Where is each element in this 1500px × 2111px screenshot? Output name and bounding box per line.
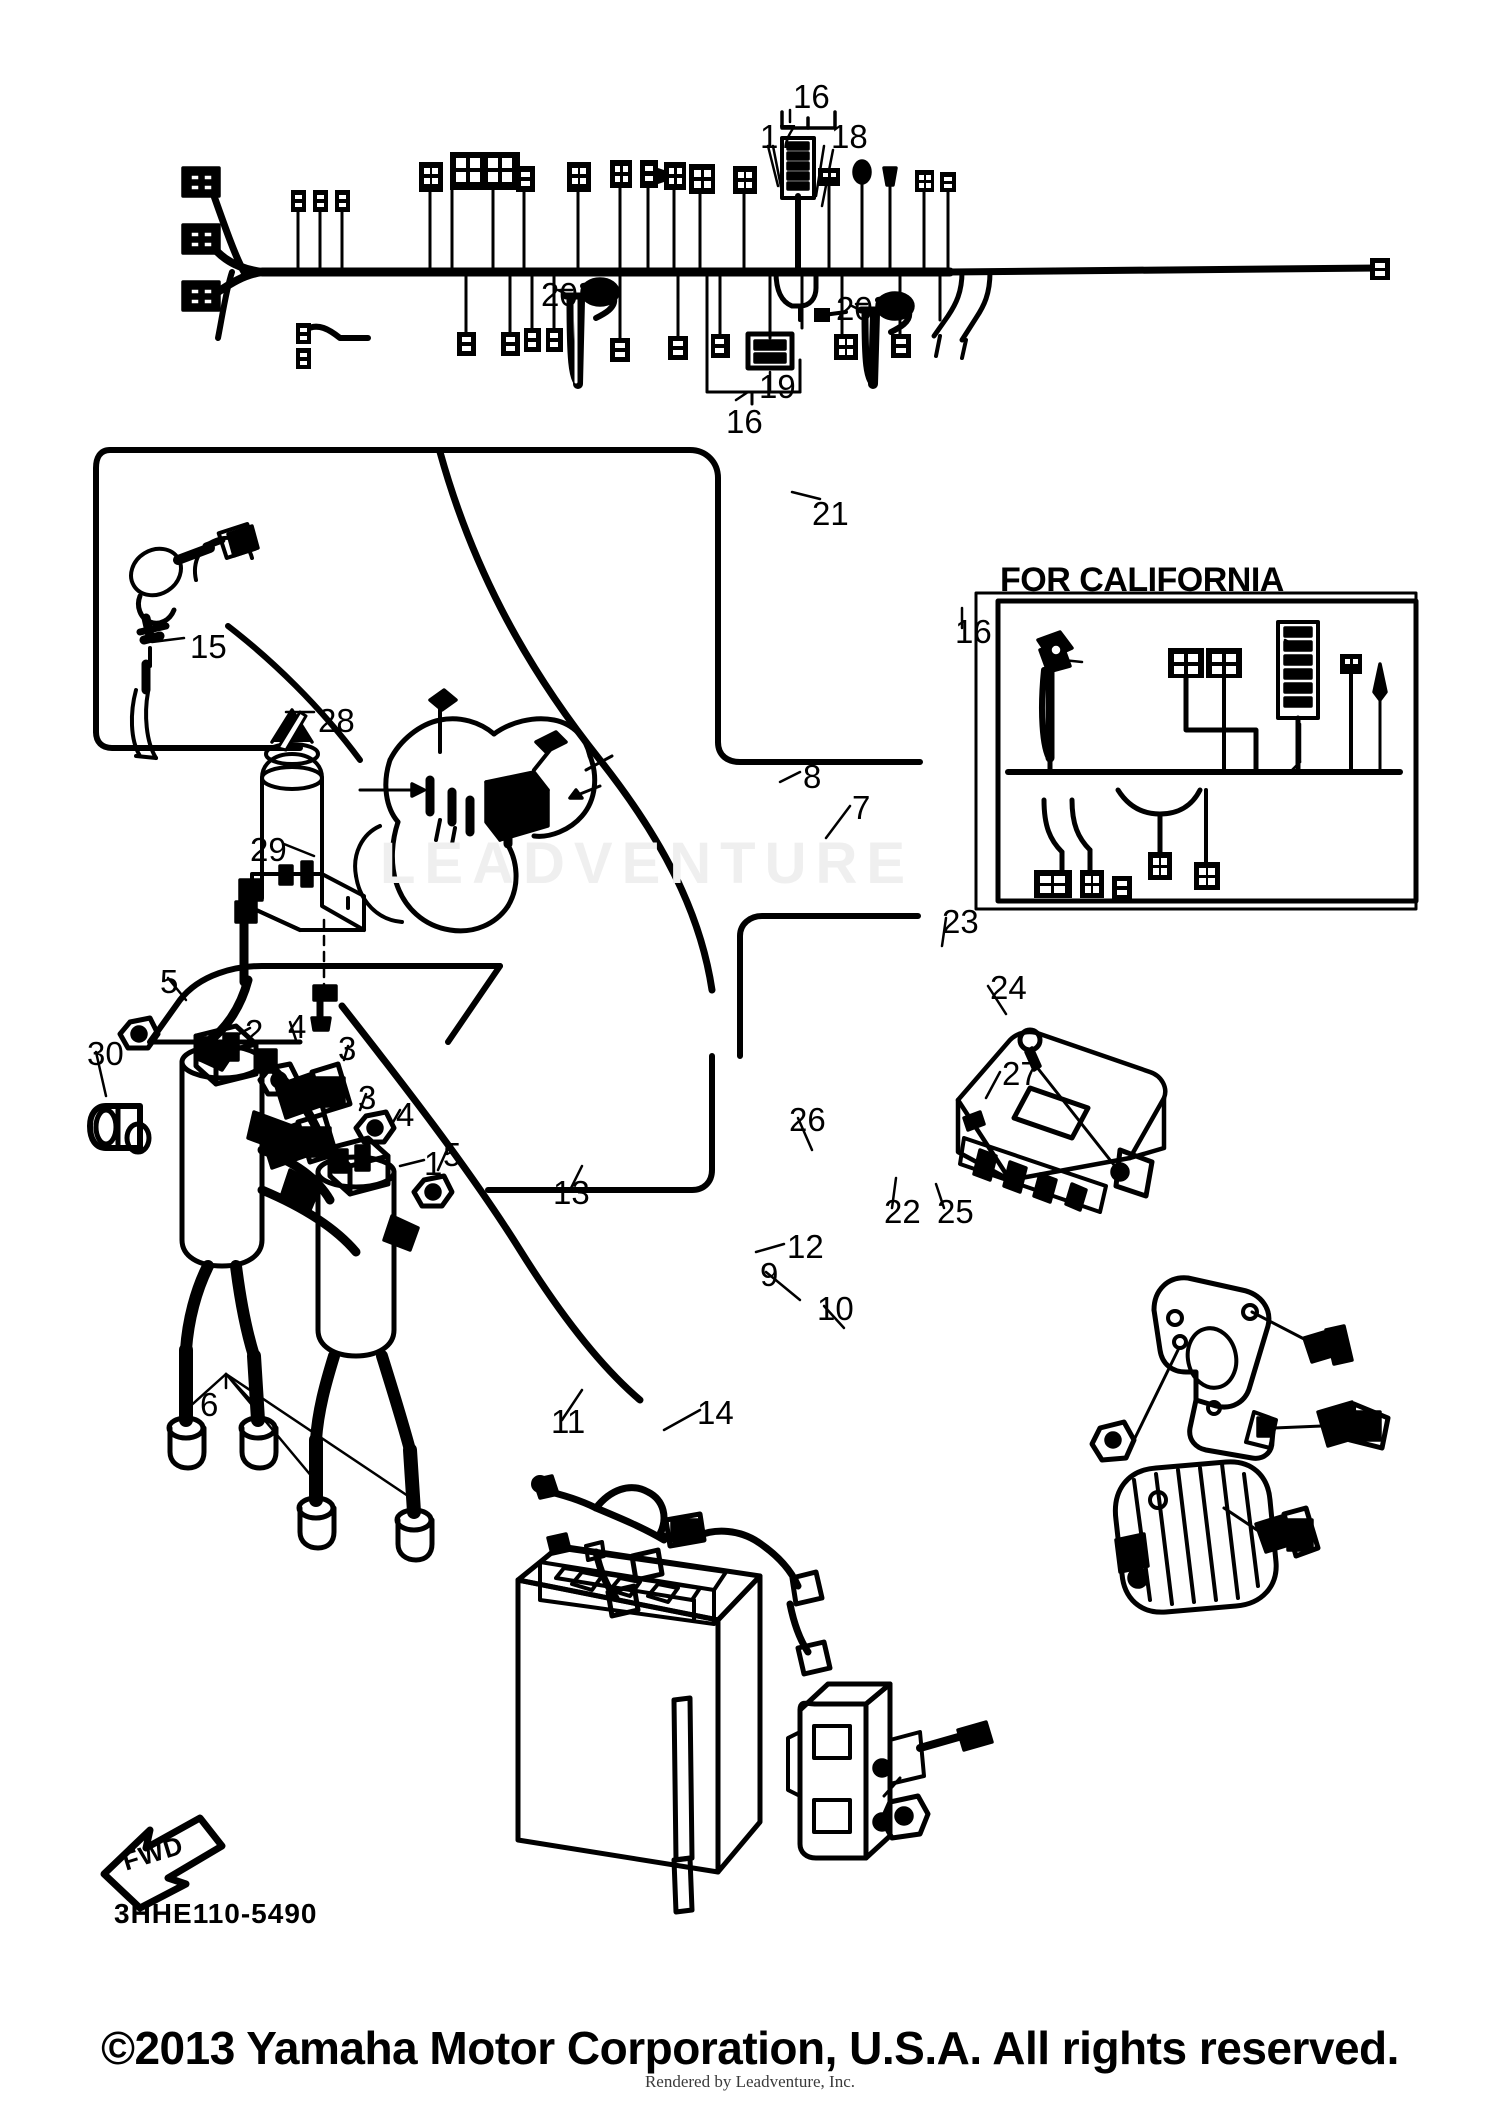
callout-number-3: 3 xyxy=(338,1030,357,1067)
callout-number-23: 23 xyxy=(942,903,979,940)
rendered-by-notice: Rendered by Leadventure, Inc. xyxy=(644,2072,856,2091)
callout-number-20: 20 xyxy=(541,276,578,313)
callout-number-9: 9 xyxy=(760,1256,779,1293)
watermark-text: LEADVENTURE xyxy=(380,831,915,896)
callout-number-1: 1 xyxy=(424,1145,443,1182)
callout-number-19: 19 xyxy=(759,368,796,405)
callout-number-10: 10 xyxy=(817,1290,854,1327)
callout-number-29: 29 xyxy=(250,831,287,868)
callout-number-16: 16 xyxy=(793,78,830,115)
callout-number-13: 13 xyxy=(553,1174,590,1211)
callout-number-16: 16 xyxy=(726,403,763,440)
copyright-notice: ©2013 Yamaha Motor Corporation, U.S.A. A… xyxy=(101,2022,1399,2074)
callout-number-5: 5 xyxy=(160,963,179,1000)
part-code-label: 3HHE110-5490 xyxy=(114,1898,318,1929)
callout-number-26: 26 xyxy=(789,1101,826,1138)
callout-number-11: 11 xyxy=(551,1403,586,1440)
callout-number-20: 20 xyxy=(836,290,873,327)
callout-number-24: 24 xyxy=(990,969,1027,1006)
for-california-label: FOR CALIFORNIA xyxy=(1000,561,1284,599)
callout-number-18: 18 xyxy=(831,118,868,155)
callout-number-28: 28 xyxy=(318,702,355,739)
callout-number-14: 14 xyxy=(697,1394,734,1431)
callout-number-4: 4 xyxy=(396,1096,415,1133)
callout-number-12: 12 xyxy=(787,1228,824,1265)
callout-number-2: 2 xyxy=(245,1013,264,1050)
callout-number-15: 15 xyxy=(190,628,227,665)
callout-number-6: 6 xyxy=(200,1386,219,1423)
callout-number-5: 5 xyxy=(443,1136,462,1173)
callout-number-3: 3 xyxy=(358,1079,377,1116)
callout-number-7: 7 xyxy=(852,789,871,826)
callout-number-4: 4 xyxy=(288,1008,307,1045)
callout-number-8: 8 xyxy=(803,758,822,795)
callout-number-17: 17 xyxy=(760,118,797,155)
callout-number-22: 22 xyxy=(884,1193,921,1230)
callout-number-30: 30 xyxy=(87,1035,124,1072)
callout-number-25: 25 xyxy=(937,1193,974,1230)
callout-number-21: 21 xyxy=(812,495,849,532)
callout-number-27: 27 xyxy=(1002,1055,1039,1092)
callout-number-16: 16 xyxy=(955,613,992,650)
